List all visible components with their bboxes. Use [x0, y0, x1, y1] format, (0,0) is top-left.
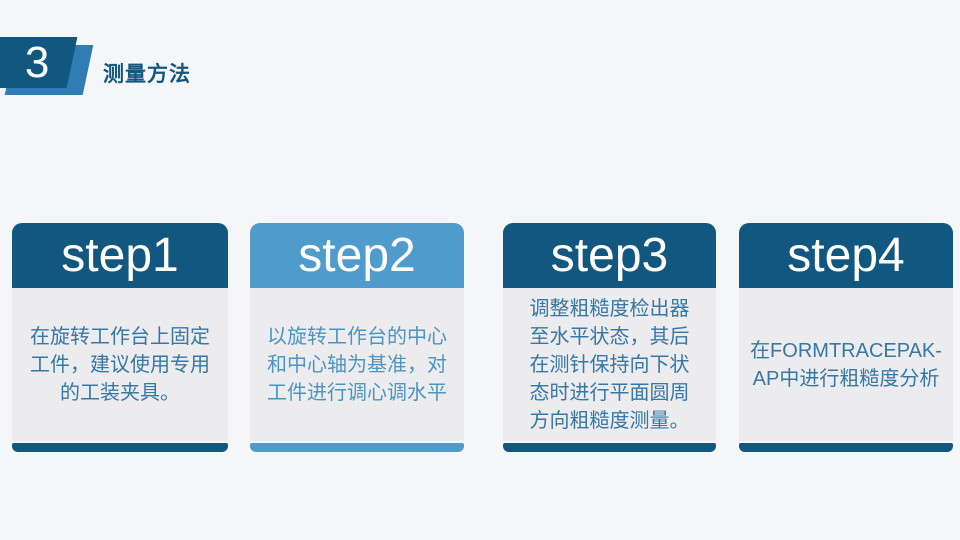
description-line: 的工装夹具。: [60, 381, 180, 404]
description-line: 和中心轴为基准，对: [267, 353, 447, 376]
description-line: 在旋转工作台上固定: [30, 325, 210, 348]
step-card-1-title: step1: [12, 223, 228, 288]
description-line: 态时进行平面圆周: [529, 381, 690, 404]
page-title: 测量方法: [103, 63, 191, 86]
description-line: 方向粗糙度测量。: [529, 409, 690, 432]
description-line: 工件，建议使用专用: [30, 353, 210, 376]
description-line: AP中进行粗糙度分析: [752, 367, 940, 390]
step-card-3-description: 调整粗糙度检出器 至水平状态，其后 在测针保持向下状 态时进行平面圆周 方向粗糙…: [503, 288, 716, 441]
step-card-2: step2 以旋转工作台的中心 和中心轴为基准，对 工件进行调心调水平: [250, 223, 464, 452]
description-line: 至水平状态，其后: [529, 325, 690, 348]
step-card-1-footer-bar: [12, 443, 228, 452]
step-card-4-title: step4: [739, 223, 953, 288]
step-card-3: step3 调整粗糙度检出器 至水平状态，其后 在测针保持向下状 态时进行平面圆…: [503, 223, 716, 452]
step-card-3-footer-bar: [503, 443, 716, 452]
step-card-4: step4 在FORMTRACEPAK- AP中进行粗糙度分析: [739, 223, 953, 452]
step-card-2-description: 以旋转工作台的中心 和中心轴为基准，对 工件进行调心调水平: [250, 288, 464, 441]
section-badge: 3: [0, 37, 78, 88]
description-line: 工件进行调心调水平: [267, 381, 447, 404]
step-card-1: step1 在旋转工作台上固定 工件，建议使用专用 的工装夹具。: [12, 223, 228, 452]
description-line: 在FORMTRACEPAK-: [750, 339, 942, 362]
description-line: 在测针保持向下状: [529, 353, 690, 376]
step-card-4-footer-bar: [739, 443, 953, 452]
step-card-1-description: 在旋转工作台上固定 工件，建议使用专用 的工装夹具。: [12, 288, 228, 441]
step-card-4-description: 在FORMTRACEPAK- AP中进行粗糙度分析: [739, 288, 953, 441]
step-card-2-footer-bar: [250, 443, 464, 452]
step-card-3-title: step3: [503, 223, 716, 288]
step-card-2-title: step2: [250, 223, 464, 288]
description-line: 调整粗糙度检出器: [529, 297, 690, 320]
description-line: 以旋转工作台的中心: [267, 325, 447, 348]
section-number: 3: [24, 37, 50, 87]
